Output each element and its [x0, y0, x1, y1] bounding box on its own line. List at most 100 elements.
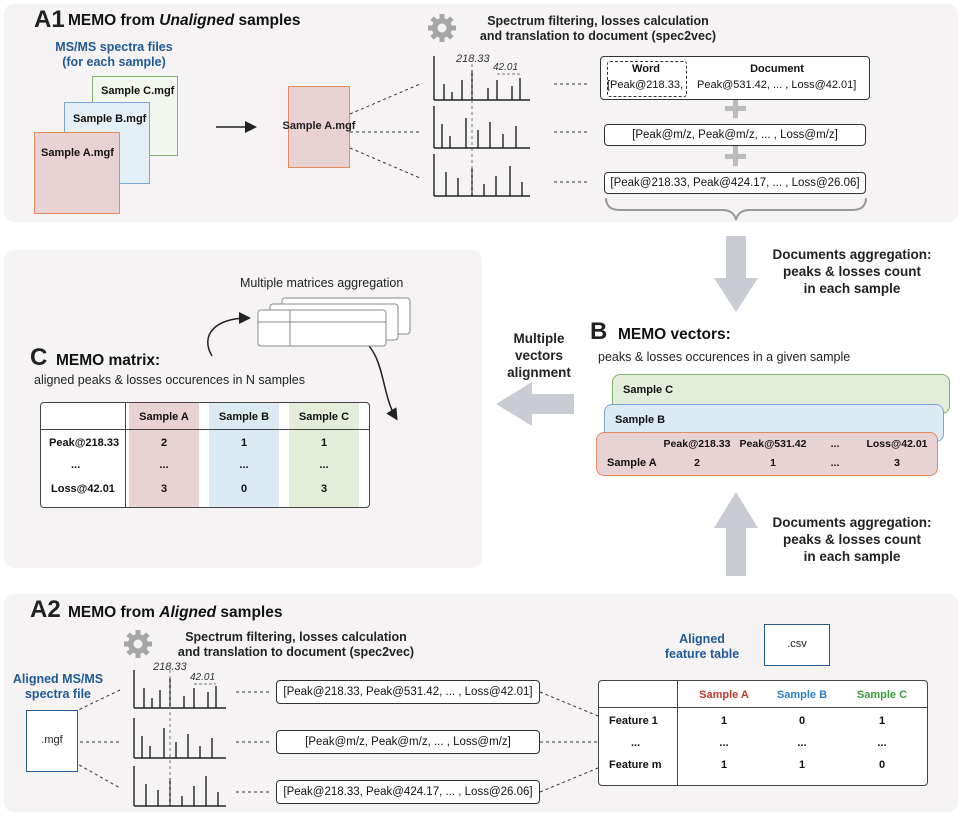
- csv-file-box: [764, 624, 830, 666]
- matrix-cell: 0: [240, 483, 248, 495]
- panel-b-letter: B: [590, 318, 608, 345]
- title-post: samples: [234, 12, 301, 29]
- a2-spectrum-3: [133, 766, 226, 807]
- a2-loss-label: 42.01: [190, 672, 216, 683]
- panel-c-letter: C: [30, 344, 48, 371]
- matrix-col-header-b: Sample B: [218, 411, 270, 423]
- feature-cell: ...: [877, 737, 887, 749]
- a1-fanout-lines: [349, 83, 421, 179]
- panel-c-title: MEMO matrix:: [56, 352, 161, 369]
- vector-card-sample-a: Sample A Peak@218.33 Peak@531.42 ... Los…: [596, 432, 938, 476]
- a1-step-line1: Spectrum filtering, losses calculation: [487, 14, 709, 28]
- feature-row-label: Feature 1: [609, 715, 658, 727]
- title-emphasis: Unaligned: [159, 12, 235, 29]
- align-line2: vectors: [514, 348, 564, 363]
- feature-cell: 1: [798, 759, 806, 771]
- a2-title-pre: MEMO from: [68, 604, 160, 621]
- a1-document-1: Word Document [Peak@218.33, Peak@531.42,…: [600, 56, 870, 100]
- align-line3: alignment: [507, 365, 571, 380]
- panel-c-subtitle: aligned peaks & losses occurences in N s…: [34, 373, 305, 387]
- spectra-files-label: MS/MS spectra files (for each sample): [34, 40, 194, 70]
- feature-cell: 0: [878, 759, 886, 771]
- a1-spectrum-3: [433, 154, 530, 197]
- matrix-row-label: Loss@42.01: [51, 483, 115, 495]
- plus-signs: [725, 98, 746, 166]
- documents-brace: [605, 197, 867, 221]
- matrix-cell: ...: [239, 459, 249, 471]
- spectra-files-line1: MS/MS spectra files: [55, 40, 173, 54]
- panel-a1-title: MEMO from Unaligned samples: [68, 12, 301, 30]
- agg-bottom-line3: in each sample: [803, 549, 901, 564]
- arrow-down-to-vectors: [714, 236, 758, 312]
- a2-title-post: samples: [216, 604, 283, 621]
- agg-top-line1: Documents aggregation:: [772, 247, 932, 262]
- feature-cell: 1: [720, 715, 728, 727]
- agg-top-line2: peaks & losses count: [782, 264, 922, 279]
- feature-cell: 1: [720, 759, 728, 771]
- panel-a2-title: MEMO from Aligned samples: [68, 604, 282, 622]
- feature-table-label: Aligned feature table: [652, 632, 752, 662]
- vector-value-1: 2: [694, 457, 700, 469]
- feature-header-divider: [599, 707, 927, 708]
- a2-doc-connectors: [236, 691, 270, 793]
- a2-fanout-lines: [73, 689, 121, 789]
- aggregation-label-bottom: Documents aggregation: peaks & losses co…: [752, 514, 952, 565]
- matrix-cell: ...: [319, 459, 329, 471]
- file-card-sample-a: Sample A.mgf: [34, 132, 120, 214]
- matrix-col-header-a: Sample A: [139, 411, 189, 423]
- a2-spectrum-2: [133, 718, 226, 759]
- aligned-spectra-line2: spectra file: [24, 687, 91, 701]
- vector-header-1: Peak@218.33: [663, 438, 731, 450]
- vector-header-3: ...: [830, 438, 840, 450]
- aligned-spectra-line1: Aligned MS/MS: [12, 672, 104, 686]
- feature-col-header-c: Sample C: [856, 689, 908, 701]
- word-label: Word: [632, 63, 660, 75]
- feature-cell: 0: [798, 715, 806, 727]
- gear-icon-a1: [428, 14, 456, 42]
- panel-a1-letter: A1: [34, 6, 65, 33]
- a2-step-label: Spectrum filtering, losses calculation a…: [156, 630, 436, 660]
- matrix-cell: 1: [240, 437, 248, 449]
- agg-bottom-line1: Documents aggregation:: [772, 515, 932, 530]
- matrix-cell: 2: [160, 437, 168, 449]
- doc1-rest: Peak@531.42, ... , Loss@42.01]: [697, 79, 857, 91]
- arrow-left-to-matrix: [496, 382, 574, 426]
- vector-header-4: Loss@42.01: [866, 438, 928, 450]
- doc1-word: [Peak@218.33,: [607, 79, 683, 91]
- csv-file-label: .csv: [787, 638, 807, 650]
- matrix-cell: 1: [320, 437, 328, 449]
- matrix-col-header-c: Sample C: [298, 411, 350, 423]
- vector-value-3: ...: [830, 457, 840, 469]
- title-pre: MEMO from: [68, 12, 160, 29]
- selected-file-label: Sample A.mgf: [282, 120, 356, 132]
- mgf-file-box: [26, 710, 78, 772]
- alignment-label: Multiple vectors alignment: [496, 330, 582, 381]
- panel-b-subtitle: peaks & losses occurences in a given sam…: [598, 350, 851, 364]
- aligned-spectra-label: Aligned MS/MS spectra file: [4, 672, 112, 702]
- a2-title-emphasis: Aligned: [159, 604, 217, 621]
- a2-document-3: [Peak@218.33, Peak@424.17, ... , Loss@26…: [276, 780, 540, 804]
- matrix-cell: 3: [160, 483, 168, 495]
- matrix-cell: 3: [320, 483, 328, 495]
- aligned-feature-table: Sample A Sample B Sample C Feature 1 1 0…: [598, 680, 928, 786]
- memo-matrix-table: Sample A Sample B Sample C Peak@218.33 2…: [40, 402, 370, 508]
- feature-table-line2: feature table: [664, 647, 740, 661]
- agg-top-line3: in each sample: [803, 281, 901, 296]
- vector-header-2: Peak@531.42: [739, 438, 807, 450]
- stacked-matrices-icon: [257, 297, 411, 347]
- c-loop-arrow-up: [207, 312, 251, 357]
- col-stripe-sample-a: [129, 403, 199, 507]
- a2-step-line1: Spectrum filtering, losses calculation: [185, 630, 407, 644]
- panel-b-title: MEMO vectors:: [618, 326, 731, 343]
- selected-file-sample-a: [288, 86, 350, 168]
- a1-document-3: [Peak@218.33, Peak@424.17, ... , Loss@26…: [604, 172, 866, 194]
- vector-value-4: 3: [894, 457, 900, 469]
- a1-peak-label: 218.33: [456, 53, 490, 65]
- feature-col-header-a: Sample A: [699, 689, 749, 701]
- a2-peak-label: 218.33: [153, 661, 187, 673]
- matrix-row-label: Peak@218.33: [49, 437, 120, 449]
- panel-a2-letter: A2: [30, 596, 61, 623]
- gear-icon-a2: [124, 630, 152, 658]
- a2-document-1: [Peak@218.33, Peak@531.42, ... , Loss@42…: [276, 680, 540, 704]
- feature-col-divider: [677, 681, 678, 785]
